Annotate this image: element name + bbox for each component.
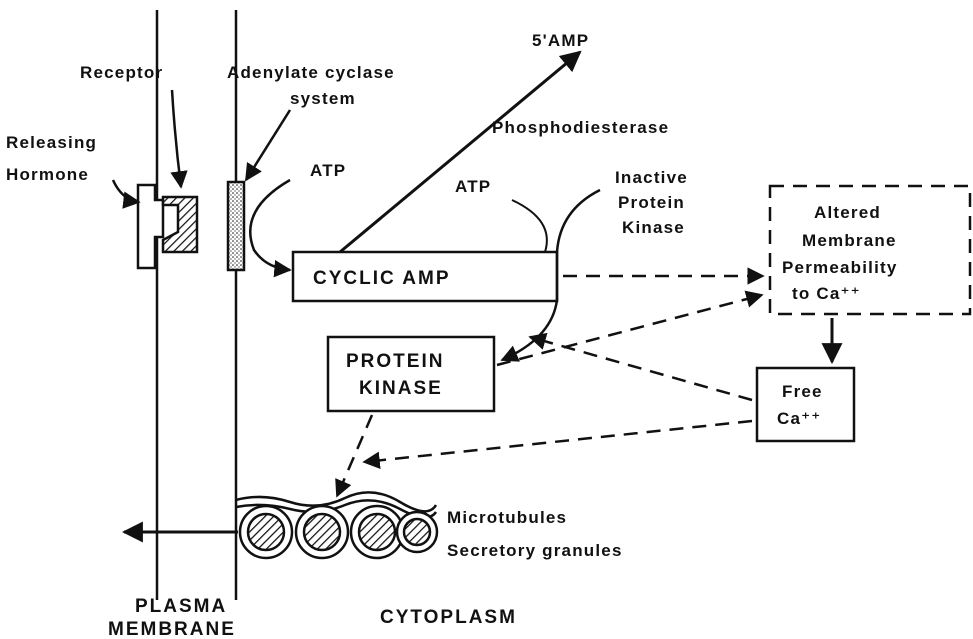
- releasing-hormone-shape: [138, 185, 163, 268]
- protein-kinase-label-1: PROTEIN: [346, 351, 444, 372]
- kinase-label: Kinase: [622, 218, 685, 237]
- membrane-label: Membrane: [802, 231, 897, 250]
- ca-label: Ca⁺⁺: [777, 409, 821, 428]
- inactive-label: Inactive: [615, 168, 688, 187]
- atp-left-label: ATP: [310, 161, 346, 180]
- to-ca-label: to Ca⁺⁺: [792, 284, 861, 303]
- atp-right-label: ATP: [455, 177, 491, 196]
- releasing-label: Releasing: [6, 133, 97, 152]
- microtubules-label: Microtubules: [447, 508, 567, 527]
- free-label: Free: [782, 382, 823, 401]
- permeability-label: Permeability: [782, 258, 898, 277]
- plasma-label: PLASMA: [135, 596, 227, 617]
- protein-label: Protein: [618, 193, 685, 212]
- cytoplasm-label: CYTOPLASM: [380, 607, 517, 628]
- secretory-granules-shape: [240, 506, 437, 558]
- five-amp-label: 5'AMP: [532, 31, 589, 50]
- plasma-membrane: [157, 10, 236, 600]
- adenylate-cyclase-shape: [228, 182, 244, 270]
- altered-label: Altered: [814, 203, 881, 222]
- receptor-label: Receptor: [80, 63, 163, 82]
- protein-kinase-label-2: KINASE: [359, 378, 443, 399]
- adenylate-cyclase-system-label: system: [290, 89, 356, 108]
- free-ca-box: [757, 368, 854, 441]
- atp-to-camp-arrow: [250, 180, 290, 270]
- phosphodiesterase-label: Phosphodiesterase: [492, 118, 669, 137]
- membrane-bottom-label: MEMBRANE: [108, 619, 236, 639]
- protein-kinase-box: [328, 337, 494, 411]
- hormone-label: Hormone: [6, 165, 89, 184]
- receptor-shape: [163, 197, 197, 252]
- secretory-granules-label: Secretory granules: [447, 541, 623, 560]
- camp-to-5amp-arrow: [340, 52, 580, 252]
- atp-right-curve: [512, 200, 547, 252]
- adenylate-cyclase-label: Adenylate cyclase: [227, 63, 395, 82]
- cyclic-amp-label: CYCLIC AMP: [313, 268, 451, 289]
